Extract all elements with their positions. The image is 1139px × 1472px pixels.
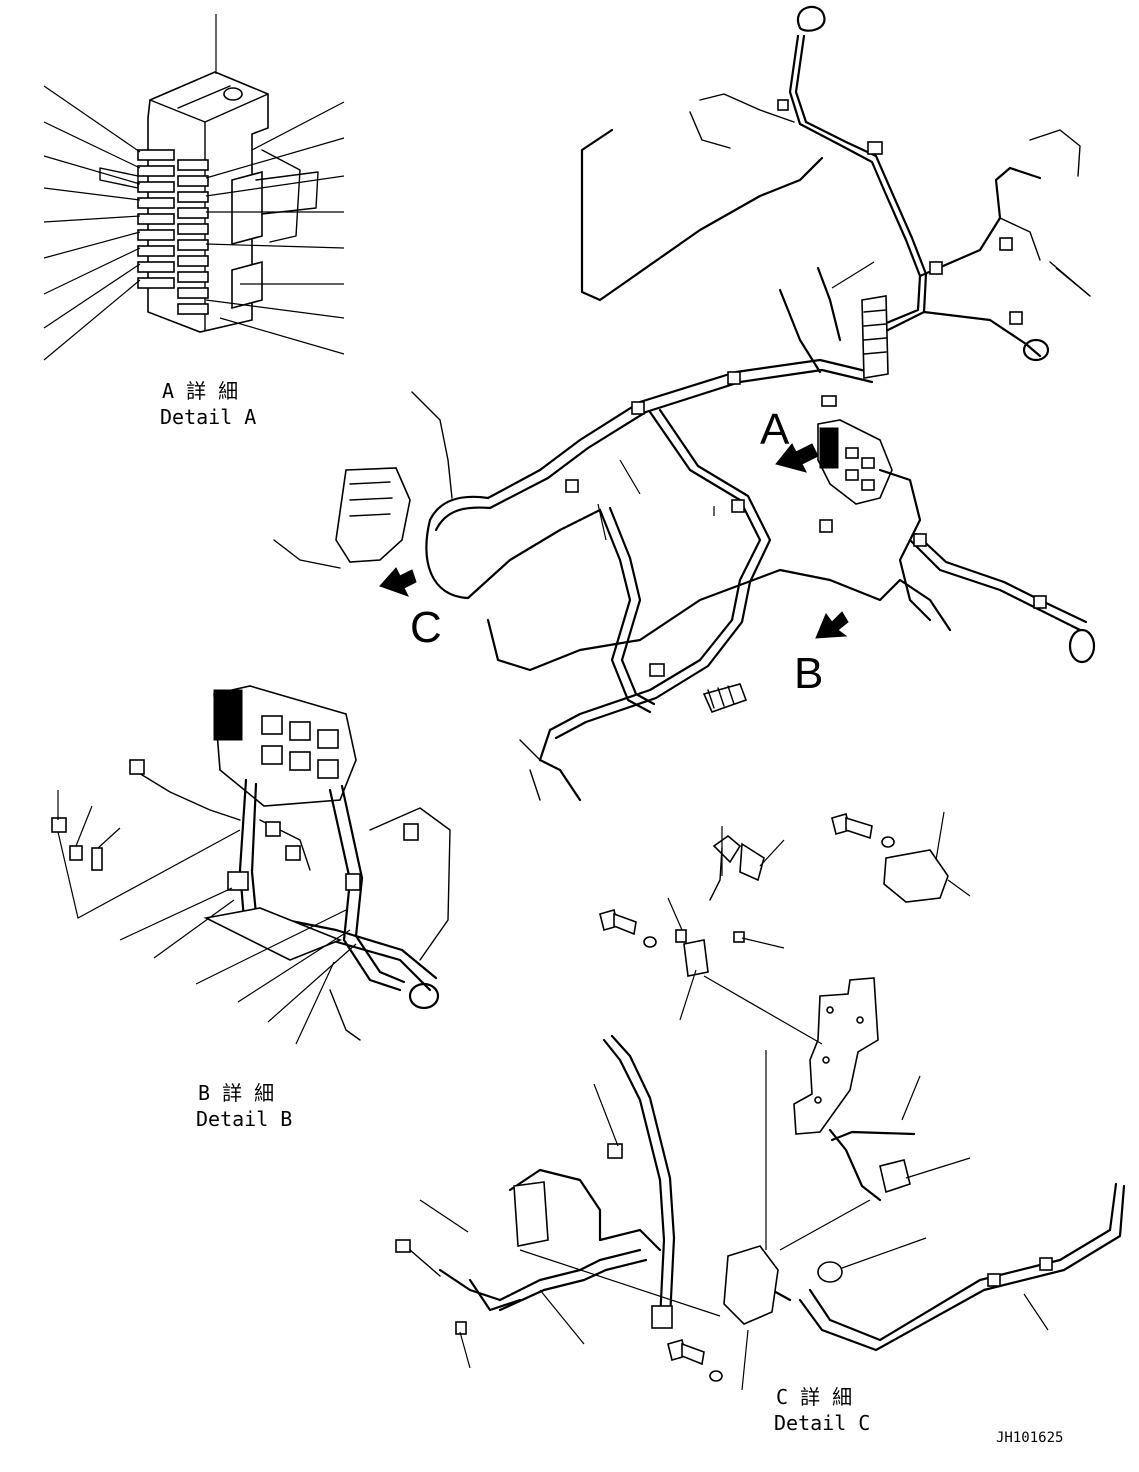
main-harness (273, 6, 1096, 802)
harness-clips (565, 99, 1047, 677)
detail-a-title-en: Detail A (160, 405, 256, 429)
view-letter-a: A (760, 405, 790, 454)
detail-a-leaders (43, 14, 345, 361)
loose-connector-2 (69, 845, 83, 861)
view-arrow-b (815, 611, 849, 639)
drawing-code: JH101625 (996, 1430, 1063, 1446)
bolt-upper-right (831, 813, 895, 848)
loose-connector-3 (91, 847, 103, 871)
bolt-middle (599, 909, 657, 948)
view-letter-b: B (794, 649, 823, 698)
bolt-lower (667, 1339, 723, 1382)
detail-c-title-jp: C 詳 細 (776, 1385, 852, 1409)
view-arrow-c (379, 567, 417, 597)
mounting-plate (793, 977, 879, 1135)
fuse-slots-left (137, 149, 175, 289)
loose-connector-1 (51, 817, 67, 833)
fuse-slots-right (177, 159, 209, 315)
view-arrow-a (775, 443, 819, 473)
detail-c-exploded (395, 811, 1126, 1391)
detail-b-relay-bracket (51, 685, 451, 1045)
detail-b-title-jp: B 詳 細 (198, 1081, 274, 1105)
detail-a-fuse-block (43, 14, 345, 361)
detail-a-title-jp: A 詳 細 (162, 379, 238, 403)
detail-c-title-en: Detail C (774, 1411, 870, 1435)
detail-b-title-en: Detail B (196, 1107, 292, 1131)
view-letter-c: C (410, 603, 442, 652)
